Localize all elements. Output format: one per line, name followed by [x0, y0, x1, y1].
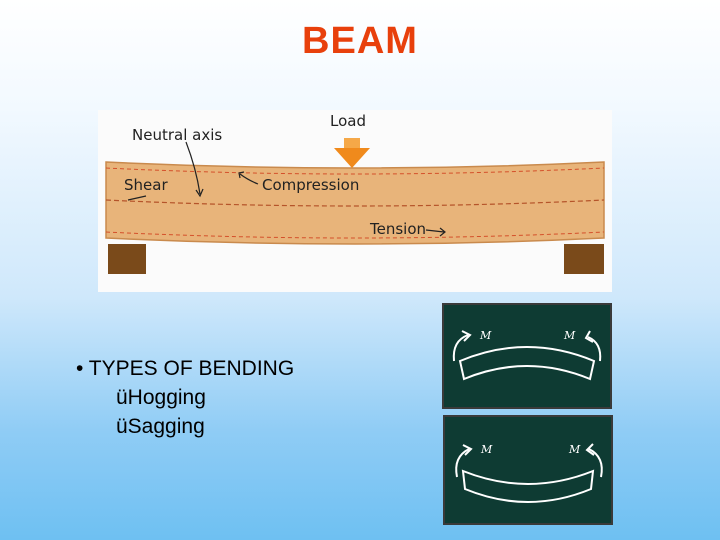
load-arrow-icon	[334, 138, 370, 168]
load-label: Load	[330, 112, 366, 130]
moment-label-left: M	[479, 329, 492, 342]
moment-label-right: M	[563, 329, 576, 342]
neutral-axis-leader	[185, 141, 201, 195]
tension-label: Tension	[369, 220, 426, 238]
neutral-axis-label: Neutral axis	[132, 126, 222, 144]
right-support	[564, 244, 604, 274]
compression-label: Compression	[262, 176, 359, 194]
left-moment-arrow-icon	[452, 334, 469, 362]
list-item-sagging: üSagging	[116, 415, 205, 438]
beam-bottom-dashed-line	[105, 231, 605, 239]
hogging-beam	[458, 346, 596, 381]
moment-label-left: M	[480, 443, 493, 456]
bending-types-heading: • TYPES OF BENDING	[76, 357, 295, 380]
beam-diagram: Neutral axis Load Shear Compression Tens…	[98, 110, 612, 292]
bending-types-list: • TYPES OF BENDING üHogging üSagging	[76, 354, 294, 441]
shear-label: Shear	[124, 176, 168, 194]
right-moment-arrow-icon	[587, 336, 602, 362]
beam-body	[105, 161, 605, 245]
right-moment-arrow-icon	[588, 448, 603, 478]
neutral-axis-line	[105, 199, 605, 207]
sagging-diagram: M M	[443, 415, 613, 525]
list-item-hogging: üHogging	[116, 386, 206, 409]
slide-title: BEAM	[302, 20, 418, 62]
shear-leader	[127, 195, 147, 201]
tension-leader	[425, 229, 445, 233]
sagging-beam	[461, 469, 595, 503]
moment-label-right: M	[568, 443, 581, 456]
compression-leader	[239, 173, 259, 185]
hogging-diagram: M M	[442, 303, 612, 409]
beam-top-dashed-line	[105, 167, 605, 175]
left-moment-arrow-icon	[455, 448, 470, 478]
left-support	[108, 244, 146, 274]
